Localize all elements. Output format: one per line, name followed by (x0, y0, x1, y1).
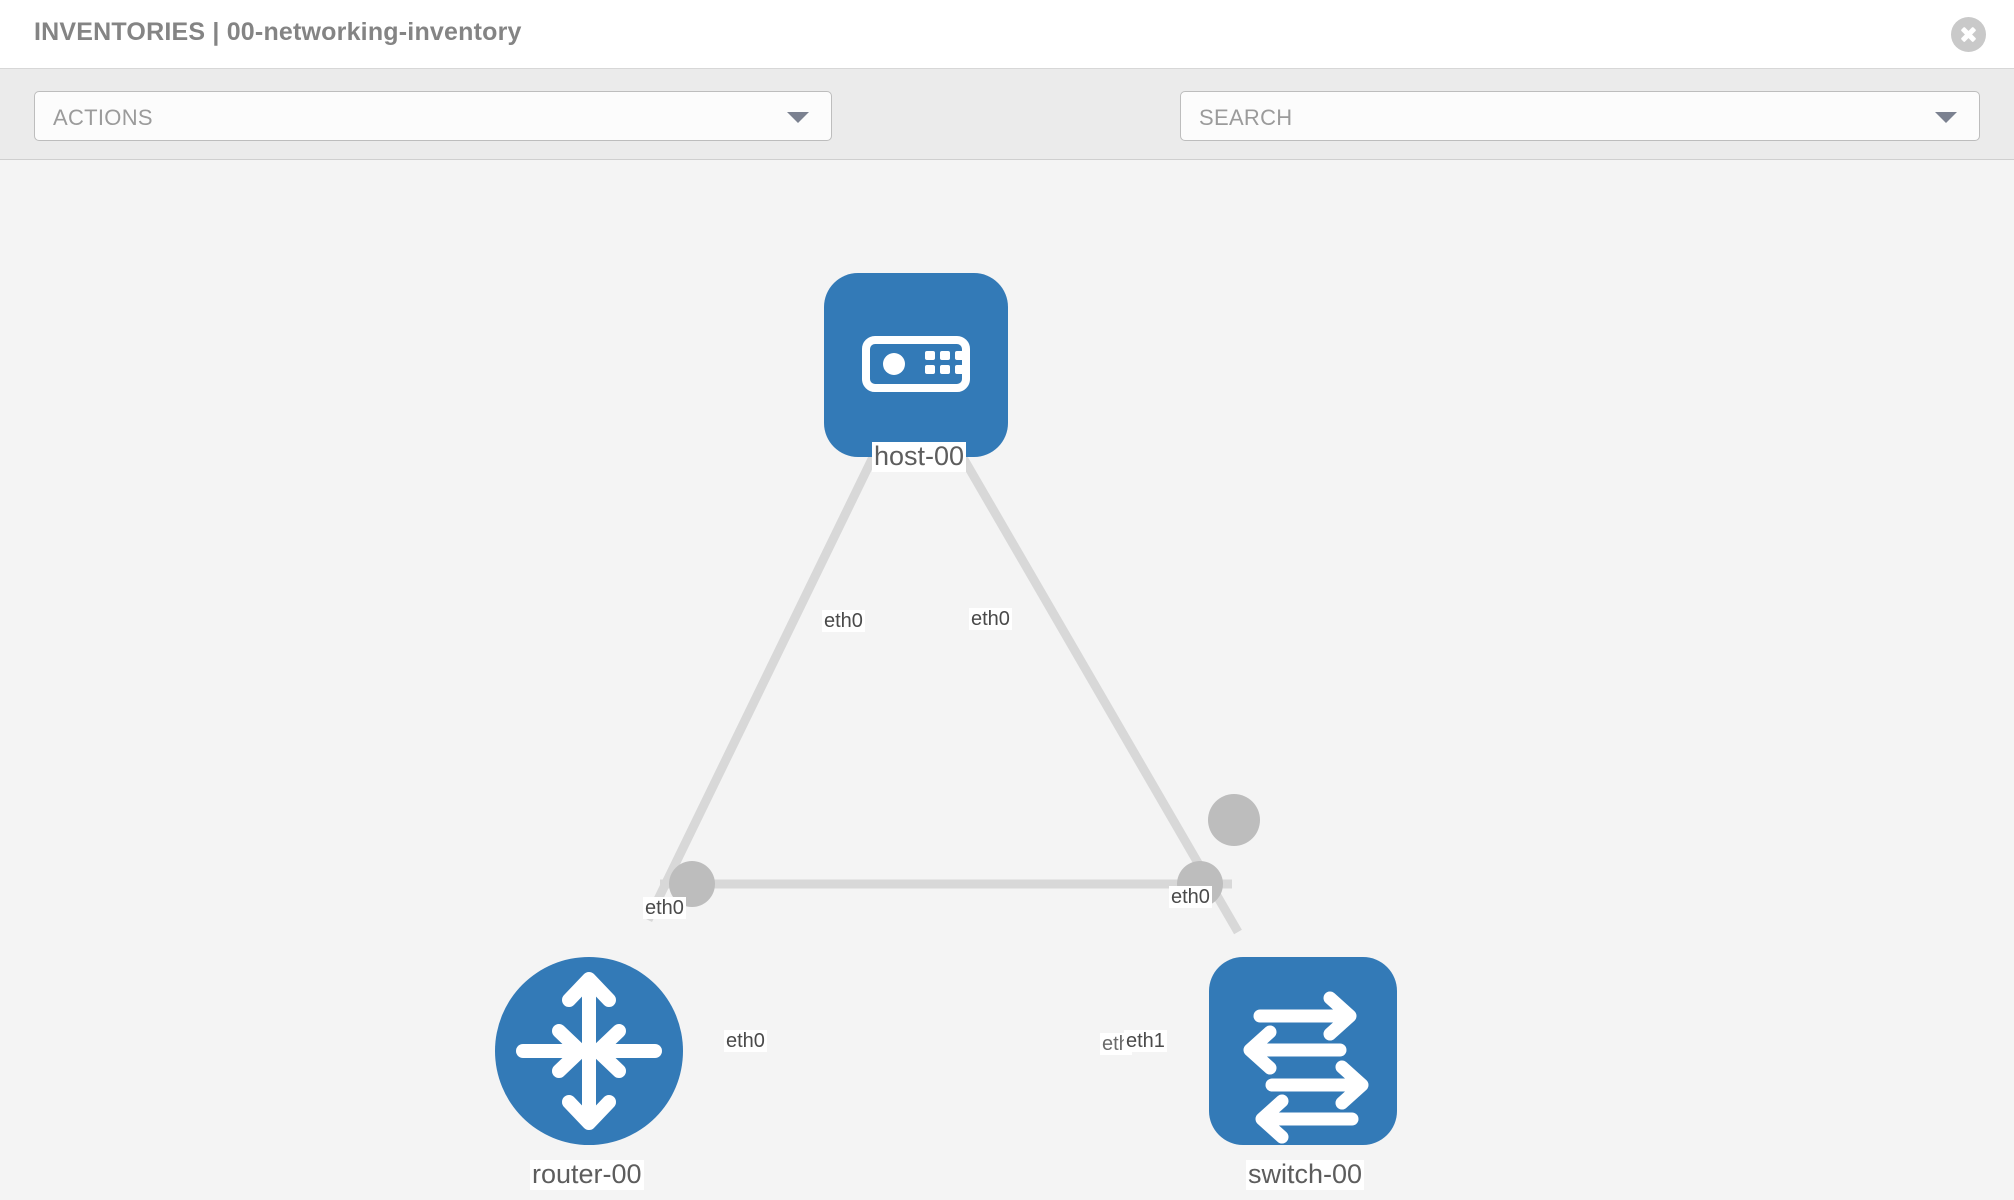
page-header: INVENTORIES | 00-networking-inventory (0, 0, 2014, 69)
topology-canvas[interactable]: host-00 router-00 switch-00 eth0 eth0 et… (0, 160, 2014, 1200)
node-label-switch-00: switch-00 (1246, 1159, 1365, 1190)
search-placeholder: SEARCH (1199, 105, 1293, 130)
actions-dropdown-label: ACTIONS (53, 105, 153, 130)
link-host-router (643, 416, 897, 922)
link-host-switch (936, 415, 1242, 935)
iface-label-host-router-near-host: eth0 (822, 610, 865, 632)
toolbar: ACTIONS SEARCH (0, 69, 2014, 203)
actions-dropdown[interactable]: ACTIONS (34, 91, 832, 141)
iface-label-host-switch-near-host: eth0 (969, 608, 1012, 630)
node-label-router-00: router-00 (530, 1159, 644, 1190)
iface-label-router-switch-near-router: eth0 (724, 1030, 767, 1052)
iface-endpoint (669, 861, 715, 907)
chevron-down-icon (787, 112, 809, 123)
iface-label-host-router-near-router: eth0 (643, 897, 686, 919)
iface-label-host-switch-near-switch: eth0 (1169, 886, 1212, 908)
search-input[interactable]: SEARCH (1180, 91, 1980, 141)
node-switch-00 (1209, 957, 1397, 1145)
iface-endpoint (1208, 794, 1260, 846)
node-host-00 (824, 273, 1008, 457)
iface-label-router-switch-near-switch: eth1 (1124, 1030, 1167, 1052)
iface-label-router-switch-overlap: eth (1100, 1033, 1132, 1055)
node-router-00 (495, 957, 683, 1145)
page-title: INVENTORIES | 00-networking-inventory (34, 18, 522, 46)
topology-graph (495, 273, 1397, 1145)
chevron-down-icon (1935, 112, 1957, 123)
node-label-host-00: host-00 (872, 441, 967, 472)
close-icon[interactable] (1951, 17, 1986, 52)
